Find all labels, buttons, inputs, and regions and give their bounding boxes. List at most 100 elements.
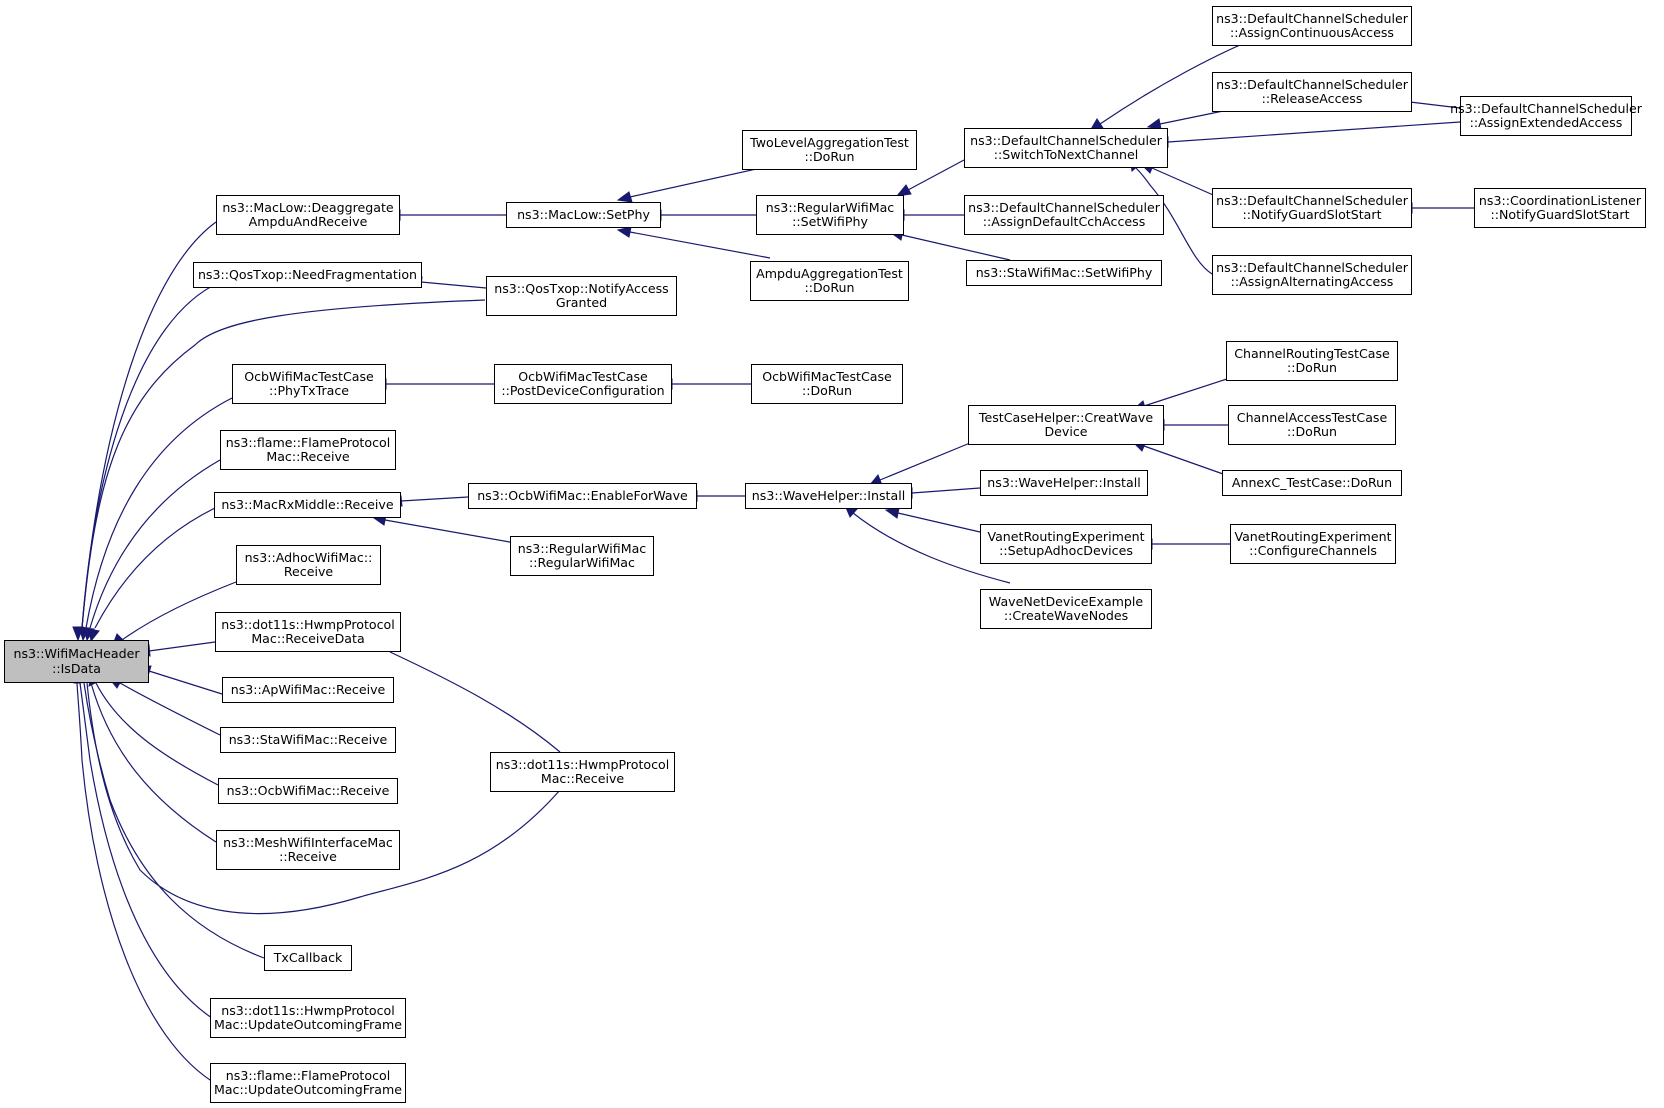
node-wavehelper-install-main[interactable]: ns3::WaveHelper::Install bbox=[745, 483, 912, 509]
edge-mesh-to-root bbox=[90, 682, 217, 843]
node-defaultchannelscheduler-assignalternatingaccess[interactable]: ns3::DefaultChannelScheduler ::AssignAlt… bbox=[1212, 255, 1412, 295]
node-label-line1: ns3::DefaultChannelScheduler bbox=[970, 132, 1162, 148]
node-label-line2: ::NotifyGuardSlotStart bbox=[1490, 207, 1630, 222]
node-hwmp-receivedata[interactable]: ns3::dot11s::HwmpProtocol Mac::ReceiveDa… bbox=[215, 612, 401, 652]
node-ocbwifimac-enableforwave[interactable]: ns3::OcbWifiMac::EnableForWave bbox=[468, 483, 697, 509]
node-stawifimac-setwifiphy[interactable]: ns3::StaWifiMac::SetWifiPhy bbox=[966, 260, 1162, 286]
node-label-line1: ns3::flame::FlameProtocol bbox=[225, 434, 391, 450]
node-label-line1: ns3::StaWifiMac::SetWifiPhy bbox=[975, 264, 1153, 280]
edge-enableforwave-to-macrxmiddle bbox=[400, 496, 469, 502]
node-ocbwifimac-receive[interactable]: ns3::OcbWifiMac::Receive bbox=[218, 778, 398, 804]
node-label-line2: ::IsData bbox=[52, 660, 101, 676]
node-label-line1: ChannelAccessTestCase bbox=[1236, 409, 1388, 425]
edge-ap-to-root bbox=[148, 670, 223, 695]
node-ocbwifimactestcase-phytxtrace[interactable]: OcbWifiMacTestCase ::PhyTxTrace bbox=[232, 364, 386, 404]
arrowhead bbox=[895, 184, 912, 197]
node-label-line2: ::AssignExtendedAccess bbox=[1469, 115, 1623, 130]
edge-ampdutest-to-setphy bbox=[629, 231, 771, 259]
edge-channelrouting-to-creatwave bbox=[1143, 375, 1237, 407]
node-label-line1: ns3::QosTxop::NeedFragmentation bbox=[197, 266, 418, 282]
edge-adhoc-to-root bbox=[121, 581, 237, 641]
node-defaultchannelscheduler-releaseaccess[interactable]: ns3::DefaultChannelScheduler ::ReleaseAc… bbox=[1212, 72, 1412, 112]
node-label-line2: ::ReleaseAccess bbox=[1261, 91, 1363, 106]
node-coordinationlistener-notifyguardslotstart[interactable]: ns3::CoordinationListener ::NotifyGuardS… bbox=[1474, 188, 1646, 228]
edge-twolevel-to-setphy bbox=[629, 165, 771, 198]
node-defaultchannelscheduler-assignextendedaccess[interactable]: ns3::DefaultChannelScheduler ::AssignExt… bbox=[1450, 96, 1642, 136]
node-label-line1: ns3::RegularWifiMac bbox=[517, 540, 647, 556]
edge-sta-to-root bbox=[119, 682, 221, 736]
node-qostxop-notifyaccessgranted[interactable]: ns3::QosTxop::NotifyAccess Granted bbox=[486, 276, 677, 316]
node-label-line1: ns3::OcbWifiMac::Receive bbox=[226, 782, 390, 798]
node-label-line1: ns3::OcbWifiMac::EnableForWave bbox=[477, 487, 688, 503]
node-vanetroutingexperiment-configurechannels[interactable]: VanetRoutingExperiment ::ConfigureChanne… bbox=[1230, 524, 1396, 564]
node-apwifimac-receive[interactable]: ns3::ApWifiMac::Receive bbox=[222, 677, 394, 703]
node-channelroutingtestcase-dorun[interactable]: ChannelRoutingTestCase ::DoRun bbox=[1226, 341, 1398, 381]
node-label-line2: ::AssignAlternatingAccess bbox=[1230, 274, 1394, 289]
node-flame-updateoutcomingframe[interactable]: ns3::flame::FlameProtocol Mac::UpdateOut… bbox=[210, 1063, 406, 1103]
node-label-line1: ns3::QosTxop::NotifyAccess bbox=[494, 280, 669, 296]
node-label-line2: Device bbox=[1044, 424, 1088, 439]
node-label-line1: ns3::CoordinationListener bbox=[1478, 192, 1642, 208]
node-label-line2: ::ConfigureChannels bbox=[1249, 543, 1377, 558]
node-label-line2: ::DoRun bbox=[1286, 360, 1338, 375]
node-label-line1: AmpduAggregationTest bbox=[756, 265, 903, 281]
node-defaultchannelscheduler-notifyguardslotstart[interactable]: ns3::DefaultChannelScheduler ::NotifyGua… bbox=[1212, 188, 1412, 228]
node-ocbwifimactestcase-dorun[interactable]: OcbWifiMacTestCase ::DoRun bbox=[751, 364, 903, 404]
node-label-line2: ::DoRun bbox=[804, 280, 855, 295]
edge-hwmpreceivedata-to-root bbox=[148, 641, 216, 652]
node-label-line1: ns3::StaWifiMac::Receive bbox=[228, 731, 388, 747]
node-label-line2: Mac::Receive bbox=[266, 449, 350, 464]
edge-releaseaccess-to-switchnext bbox=[1159, 109, 1229, 125]
node-label-line2: ::Receive bbox=[279, 849, 337, 864]
edge-wavehelperinstall-to-waveinstall bbox=[911, 487, 981, 494]
edge-switchnext-to-regularsetphy bbox=[907, 159, 965, 191]
arrowhead bbox=[884, 507, 900, 519]
edge-layer bbox=[76, 28, 1474, 1086]
node-ocbwifimactestcase-postdeviceconfiguration[interactable]: OcbWifiMacTestCase ::PostDeviceConfigura… bbox=[494, 364, 672, 404]
node-adhocwifimac-receive[interactable]: ns3::AdhocWifiMac:: Receive bbox=[236, 545, 381, 585]
node-label-line1: ns3::flame::FlameProtocol bbox=[225, 1067, 391, 1083]
node-wavehelper-install[interactable]: ns3::WaveHelper::Install bbox=[980, 470, 1148, 496]
node-label-line2: ::DoRun bbox=[801, 383, 853, 398]
node-label-line1: ns3::WaveHelper::Install bbox=[751, 487, 906, 503]
node-vanetroutingexperiment-setupadhocdevices[interactable]: VanetRoutingExperiment ::SetupAdhocDevic… bbox=[980, 524, 1152, 564]
node-regularwifimac-ctor[interactable]: ns3::RegularWifiMac ::RegularWifiMac bbox=[510, 536, 654, 576]
edge-txcallback-to-root bbox=[83, 682, 265, 959]
node-twolevelaggregationtest-dorun[interactable]: TwoLevelAggregationTest ::DoRun bbox=[742, 130, 917, 170]
edge-notifyguard-to-switchnext bbox=[1151, 167, 1221, 199]
node-defaultchannelscheduler-assigndefaultcchaccess[interactable]: ns3::DefaultChannelScheduler ::AssignDef… bbox=[964, 195, 1164, 235]
edge-notifyaccess-to-root bbox=[81, 299, 486, 629]
node-wavenetdeviceexample-createwavenodes[interactable]: WaveNetDeviceExample ::CreateWaveNodes bbox=[980, 589, 1152, 629]
node-txcallback[interactable]: TxCallback bbox=[264, 945, 352, 971]
node-defaultchannelscheduler-switchtonextchannel[interactable]: ns3::DefaultChannelScheduler ::SwitchToN… bbox=[964, 128, 1168, 168]
node-ampduaggregationtest-dorun[interactable]: AmpduAggregationTest ::DoRun bbox=[750, 261, 909, 301]
edge-hwmprecv-to-root bbox=[86, 682, 561, 915]
edge-notifyaccess-to-needfrag bbox=[420, 281, 487, 289]
node-flame-receive[interactable]: ns3::flame::FlameProtocol Mac::Receive bbox=[220, 430, 396, 470]
node-label-line2: Mac::Receive bbox=[540, 771, 625, 786]
node-label-line1: ns3::WaveHelper::Install bbox=[987, 474, 1141, 490]
node-annexc-testcase-dorun[interactable]: AnnexC_TestCase::DoRun bbox=[1222, 470, 1402, 496]
edge-hwmprecv-to-hwmpreceivedata bbox=[389, 651, 561, 753]
node-label-line1: ns3::RegularWifiMac bbox=[765, 199, 895, 215]
node-label-line1: ns3::MacLow::SetPhy bbox=[517, 206, 650, 222]
arrowhead bbox=[616, 191, 633, 203]
node-label-line1: ns3::DefaultChannelScheduler bbox=[1216, 192, 1408, 208]
node-testcasehelper-creatwavedevice[interactable]: TestCaseHelper::CreatWave Device bbox=[968, 405, 1164, 445]
node-macrxmiddle-receive[interactable]: ns3::MacRxMiddle::Receive bbox=[214, 492, 401, 518]
node-channelaccesstestcase-dorun[interactable]: ChannelAccessTestCase ::DoRun bbox=[1228, 405, 1396, 445]
node-label-line2: Mac::UpdateOutcomingFrame bbox=[213, 1082, 403, 1097]
node-hwmp-updateoutcomingframe[interactable]: ns3::dot11s::HwmpProtocol Mac::UpdateOut… bbox=[210, 998, 406, 1038]
node-label-line1: ns3::DefaultChannelScheduler bbox=[1450, 100, 1642, 116]
node-hwmp-receive[interactable]: ns3::dot11s::HwmpProtocol Mac::Receive bbox=[490, 752, 675, 792]
node-defaultchannelscheduler-assigncontinuousaccess[interactable]: ns3::DefaultChannelScheduler ::AssignCon… bbox=[1212, 6, 1412, 46]
node-regularwifimac-setwifiphy[interactable]: ns3::RegularWifiMac ::SetWifiPhy bbox=[756, 195, 904, 235]
node-maclow-setphy[interactable]: ns3::MacLow::SetPhy bbox=[506, 202, 661, 228]
edge-assignextended-to-switchnext bbox=[1167, 121, 1461, 143]
node-meshwifiinterfacemac-receive[interactable]: ns3::MeshWifiInterfaceMac ::Receive bbox=[216, 830, 400, 870]
node-stawifimac-receive[interactable]: ns3::StaWifiMac::Receive bbox=[220, 727, 396, 753]
node-label-line1: ns3::DefaultChannelScheduler bbox=[1216, 10, 1408, 26]
node-maclow-deaggregate[interactable]: ns3::MacLow::Deaggregate AmpduAndReceive bbox=[216, 195, 400, 235]
node-qostxop-needfragmentation[interactable]: ns3::QosTxop::NeedFragmentation bbox=[193, 262, 422, 288]
